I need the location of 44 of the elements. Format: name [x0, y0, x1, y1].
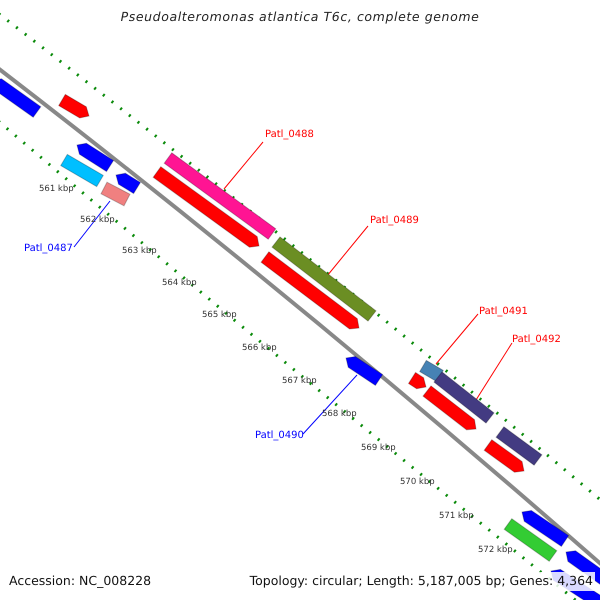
scale-label: 563 kbp — [122, 247, 157, 256]
scale-label: 564 kbp — [162, 279, 197, 288]
gene-block — [521, 510, 570, 548]
leader-line — [476, 342, 512, 400]
gene-block — [345, 356, 384, 386]
title: Pseudoalteromonas atlantica T6c, complete genome — [120, 11, 480, 24]
leader-line — [74, 200, 110, 248]
gene-block — [484, 439, 525, 473]
gene-block — [58, 94, 90, 119]
scale-label: 568 kbp — [322, 410, 357, 418]
scale-label: 566 kbp — [242, 344, 277, 352]
scale-label: 562 kbp — [80, 216, 115, 224]
scale-label: 570 kbp — [400, 478, 435, 486]
gene-block — [100, 182, 131, 206]
gene-label: Patl_0491 — [479, 307, 528, 317]
genome-summary: Topology: circular; Length: 5,187,005 bp; Genes: 4,364 — [248, 572, 595, 590]
gene-block — [164, 152, 276, 240]
scale-label: 567 kbp — [282, 377, 317, 386]
gene-block — [419, 360, 444, 382]
gene-block — [115, 172, 142, 194]
leader-line — [302, 374, 358, 434]
gene-label: Patl_0489 — [370, 216, 419, 226]
leader-line — [224, 142, 264, 190]
gene-label: Patl_0487 — [24, 244, 73, 254]
gene-block — [271, 236, 377, 322]
gene-label: Patl_0492 — [512, 335, 561, 345]
scale-label: 569 kbp — [361, 444, 396, 452]
gene-label: Patl_0488 — [265, 130, 314, 140]
gene-block — [0, 78, 42, 118]
gene-block — [76, 142, 114, 172]
scale-label: 571 kbp — [439, 512, 474, 520]
leader-line — [436, 314, 478, 364]
gene-block — [152, 166, 260, 248]
scale-label: 572 kbp — [478, 546, 513, 554]
gene-block — [408, 372, 427, 390]
gene-block — [422, 385, 477, 430]
gene-block — [495, 426, 543, 466]
scale-label: 561 kbp — [39, 185, 74, 194]
leader-line — [326, 226, 368, 276]
gene-label: Patl_0490 — [255, 431, 304, 441]
scale-label: 565 kbp — [202, 311, 237, 320]
gene-block — [433, 371, 495, 424]
accession-text: Accession: NC_008228 — [9, 575, 152, 588]
gene-block — [260, 251, 360, 330]
